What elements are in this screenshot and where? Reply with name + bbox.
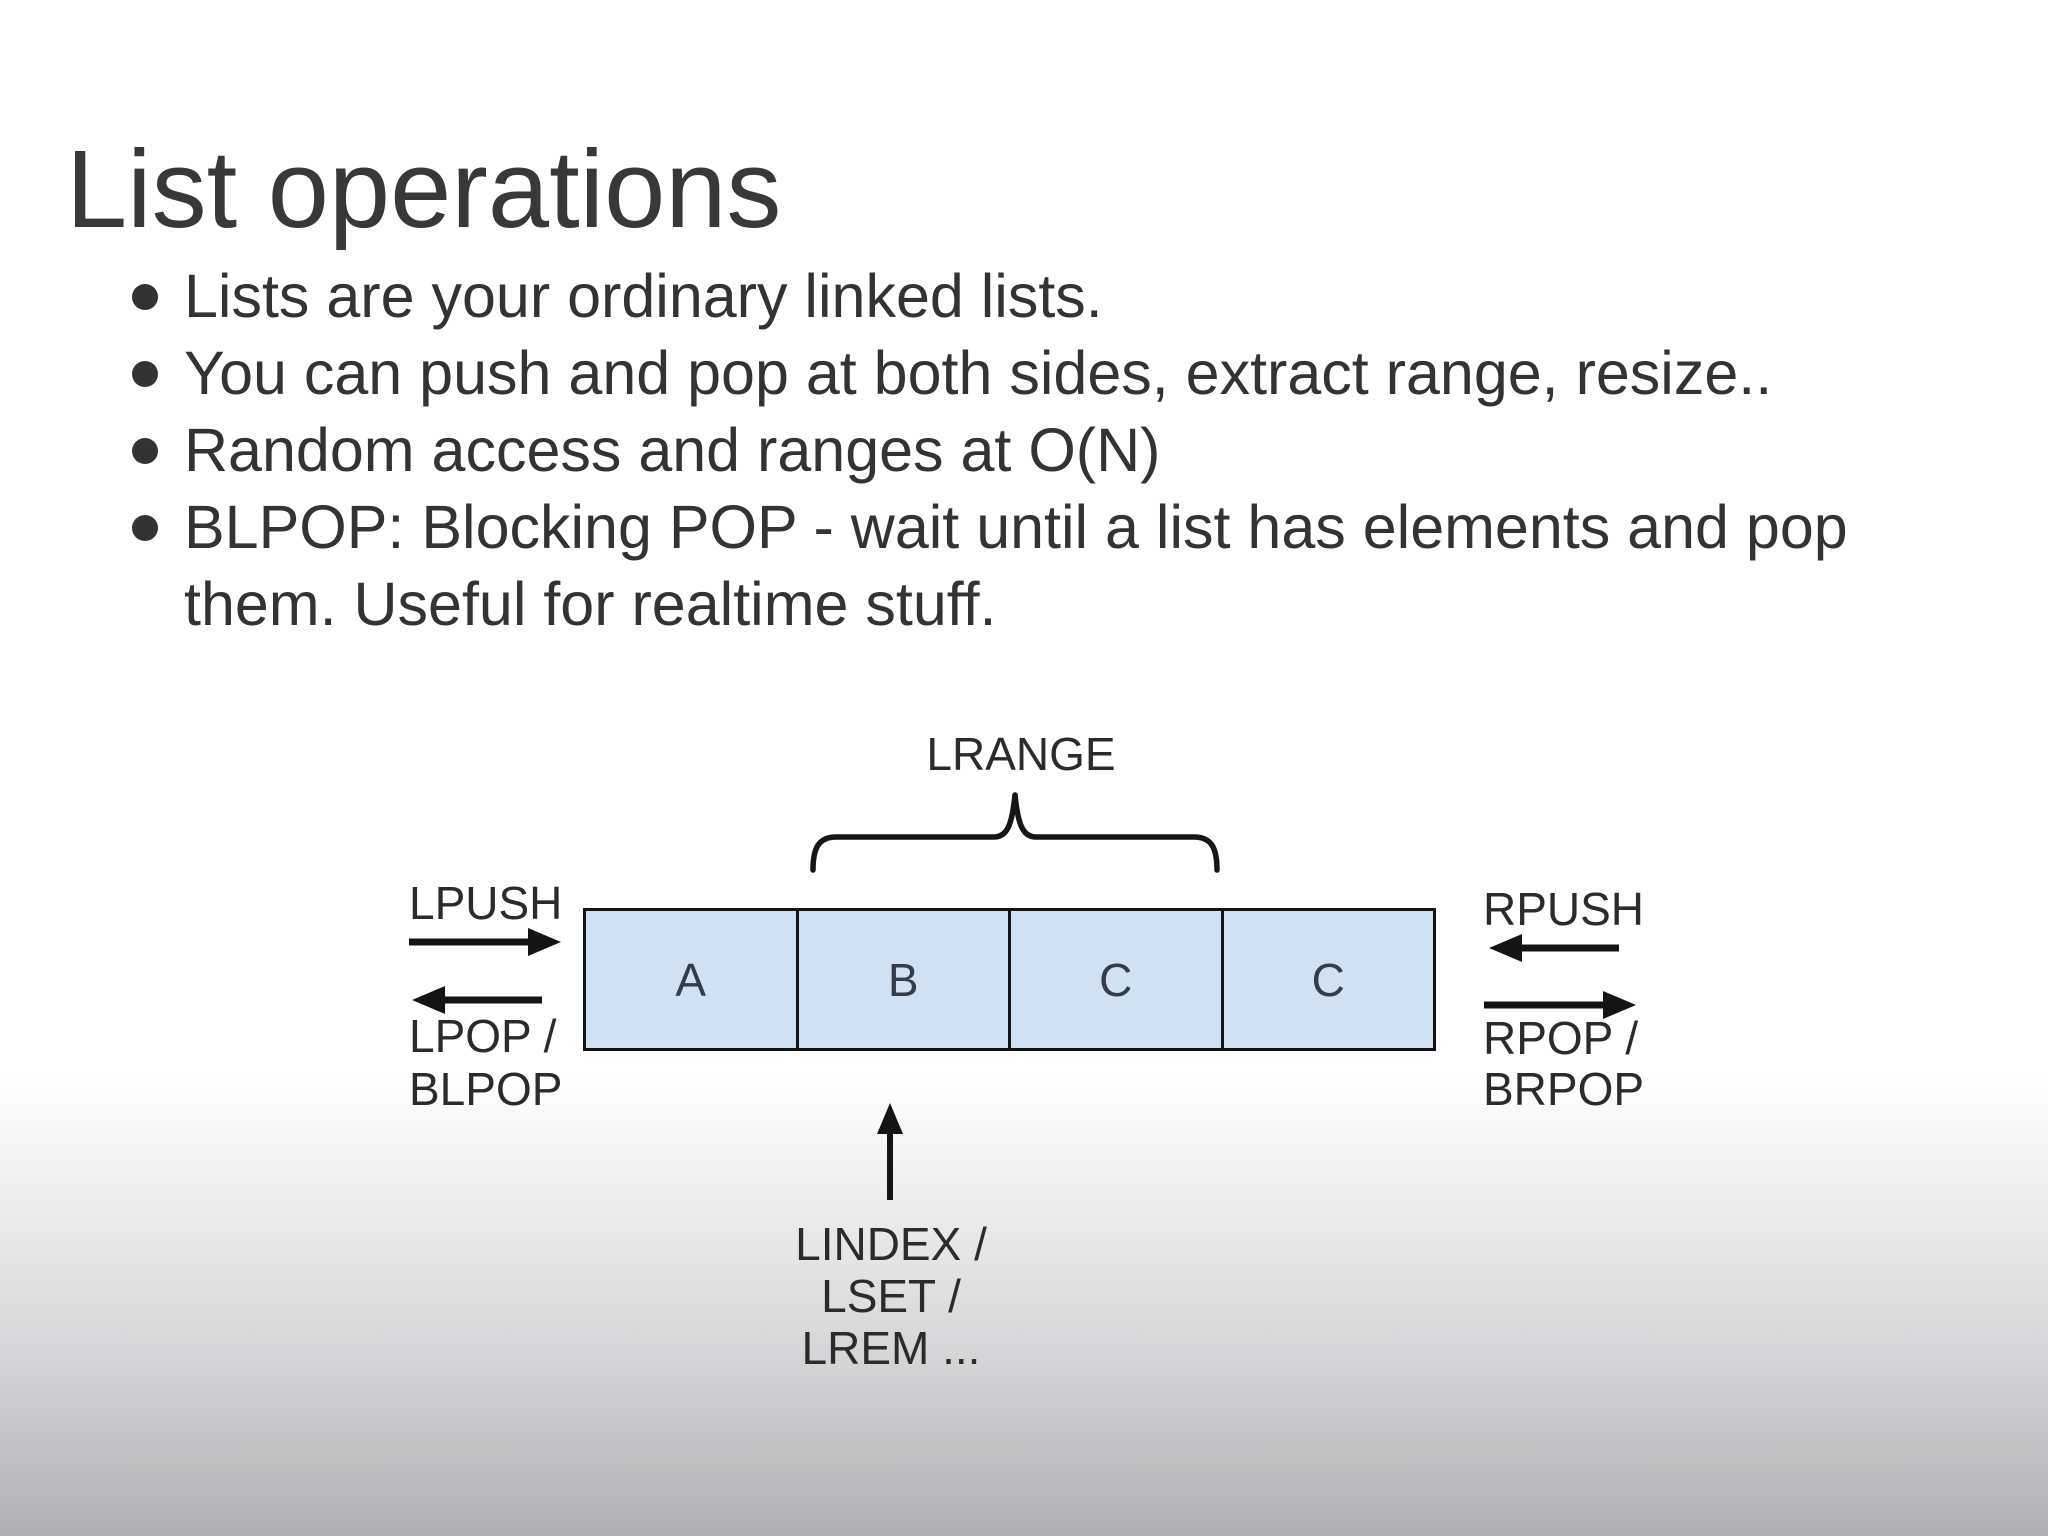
list-cell: A [675, 953, 707, 1006]
list-cell: B [795, 911, 1009, 1048]
rpush-arrow-left-icon [1489, 934, 1619, 962]
index-ops-label: LINDEX / LSET / LREM ... [761, 1218, 1021, 1374]
bullet-text: them. Useful for realtime stuff. [184, 570, 997, 638]
list-cell: C [1008, 911, 1221, 1048]
lpop-label: LPOP / [409, 1010, 557, 1062]
list-cells: A B C C [583, 908, 1436, 1051]
lindex-label: LINDEX / [795, 1218, 987, 1270]
bullet-dot-icon [132, 361, 158, 387]
brpop-label: BRPOP [1483, 1063, 1645, 1115]
lpop-arrow-left-icon [412, 986, 542, 1014]
brace-icon [810, 792, 1220, 873]
bullet-item: Random access and ranges at O(N) [122, 412, 2032, 489]
lpush-label: LPUSH [409, 877, 563, 929]
bullet-text: Lists are your ordinary linked lists. [184, 262, 1103, 330]
bullet-dot-icon [132, 284, 158, 310]
bullet-item-continuation: them. Useful for realtime stuff. [122, 566, 2032, 643]
bullet-list: Lists are your ordinary linked lists. Yo… [122, 258, 2032, 643]
index-arrow-up-icon [877, 1103, 903, 1200]
bullet-text: Random access and ranges at O(N) [184, 416, 1161, 484]
bullet-text: You can push and pop at both sides, extr… [184, 339, 1773, 407]
lrem-label: LREM ... [801, 1322, 981, 1374]
blpop-label: BLPOP [409, 1063, 563, 1115]
slide-title: List operations [66, 127, 782, 251]
bullet-item: BLPOP: Blocking POP - wait until a list … [122, 489, 2032, 566]
bullet-item: Lists are your ordinary linked lists. [122, 258, 2032, 335]
rpop-label: RPOP / [1483, 1012, 1639, 1064]
bullet-dot-icon [132, 438, 158, 464]
lrange-label: LRANGE [926, 728, 1116, 780]
bullet-item: You can push and pop at both sides, extr… [122, 335, 2032, 412]
rpop-arrow-right-icon [1484, 991, 1636, 1019]
rpush-label: RPUSH [1483, 883, 1645, 935]
bullet-text: BLPOP: Blocking POP - wait until a list … [184, 493, 1848, 561]
list-cell: C [1220, 911, 1434, 1048]
lset-label: LSET / [821, 1270, 961, 1322]
bullet-dot-icon [132, 515, 158, 541]
lpush-arrow-right-icon [409, 928, 561, 956]
